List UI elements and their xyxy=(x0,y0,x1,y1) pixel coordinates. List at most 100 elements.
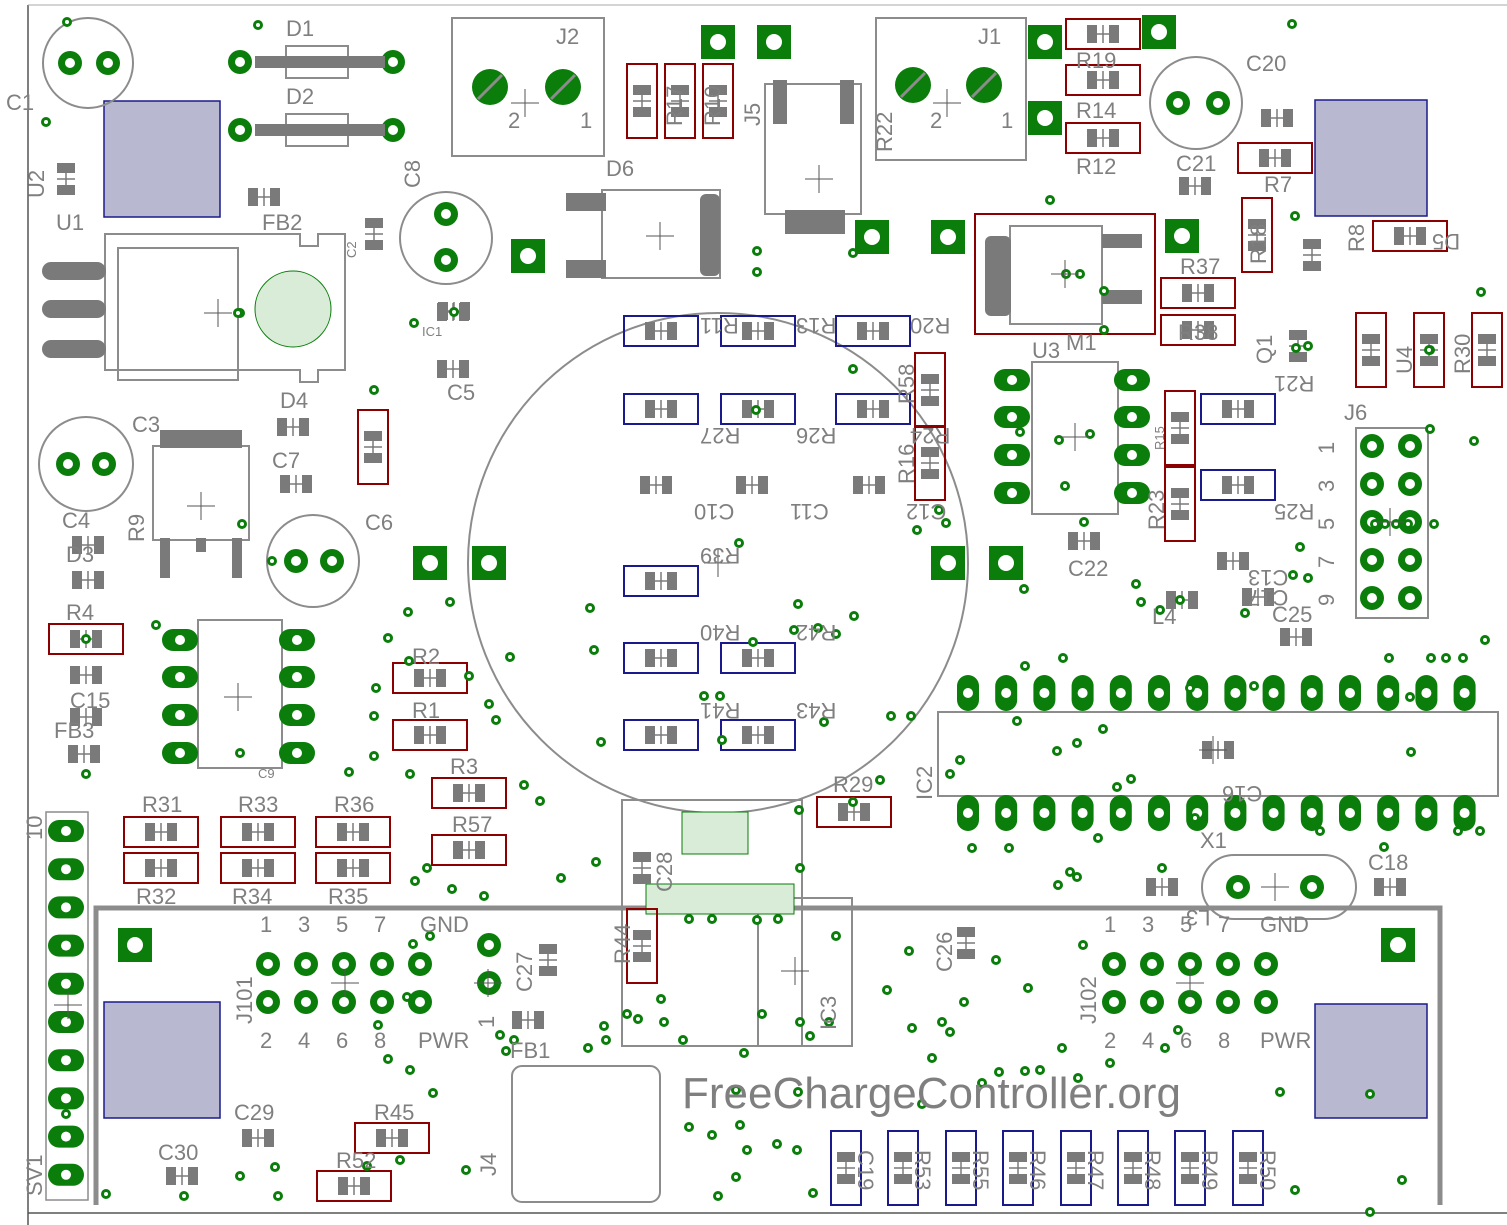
via xyxy=(959,997,969,1007)
component-label: U4 xyxy=(1392,346,1417,374)
capacitor-pads xyxy=(1373,877,1407,897)
smd-pads xyxy=(413,725,447,745)
via xyxy=(101,1189,111,1199)
via xyxy=(1384,653,1394,663)
sv1-pad xyxy=(48,820,84,842)
capacitor-pads xyxy=(511,1010,545,1030)
component-label: C18 xyxy=(1368,850,1408,875)
dip-pad xyxy=(162,666,198,688)
square-pad xyxy=(1028,25,1062,59)
sv1-pad xyxy=(48,896,84,919)
square-pad xyxy=(511,239,545,273)
resistor-outline xyxy=(1232,1130,1264,1206)
component-label: D6 xyxy=(606,156,634,181)
via xyxy=(1429,519,1439,529)
resistor-outline xyxy=(1002,1130,1034,1206)
dip-pad xyxy=(279,704,315,726)
via xyxy=(233,308,243,318)
via xyxy=(757,1009,767,1019)
via xyxy=(1072,872,1082,882)
header-pad xyxy=(370,990,394,1014)
component-label: X1 xyxy=(1200,828,1227,853)
component-label: L4 xyxy=(1152,604,1176,629)
resistor-outline xyxy=(830,1130,862,1206)
component-label: C6 xyxy=(365,510,393,535)
component-label: C5 xyxy=(447,380,475,405)
component-label: PWR xyxy=(418,1028,469,1053)
dip-pad xyxy=(279,629,315,651)
smd-pads xyxy=(241,858,275,878)
component-label: U1 xyxy=(56,210,84,235)
resistors xyxy=(48,18,1503,1206)
crystal-pad xyxy=(1300,875,1324,899)
component-label: C20 xyxy=(1246,51,1286,76)
square-pad xyxy=(413,546,447,580)
resistor-outline xyxy=(914,425,946,501)
component-label: R1 xyxy=(412,698,440,723)
via xyxy=(1453,826,1463,836)
ic-outlines xyxy=(104,17,1499,1203)
component-label: R13 xyxy=(796,313,836,338)
via xyxy=(601,1035,611,1045)
via xyxy=(445,597,455,607)
pin-number: 3 xyxy=(1314,480,1339,492)
via xyxy=(1287,19,1297,29)
via xyxy=(449,307,459,317)
component-label: C21 xyxy=(1176,151,1216,176)
sv1-pad xyxy=(48,1125,84,1148)
component-label: R43 xyxy=(796,698,836,723)
capacitor-pads xyxy=(276,417,310,437)
smd-pads xyxy=(1123,1151,1143,1185)
smd-pads xyxy=(375,1128,409,1148)
j6-pad xyxy=(1360,548,1384,572)
via xyxy=(927,1053,937,1063)
sv1-pad xyxy=(48,934,84,957)
via xyxy=(1480,635,1490,645)
j6-pad xyxy=(1398,586,1422,610)
component-label: R17 xyxy=(662,86,687,126)
capacitor-pads xyxy=(247,187,281,207)
via xyxy=(1012,716,1022,726)
square-pad xyxy=(931,546,965,580)
component-label: L3 xyxy=(1186,905,1210,930)
via xyxy=(484,699,494,709)
j6-pad xyxy=(1360,586,1384,610)
component-label: R57 xyxy=(452,812,492,837)
via xyxy=(678,1035,688,1045)
component-label: R47 xyxy=(1083,1150,1108,1190)
via xyxy=(235,748,245,758)
component-label: R45 xyxy=(374,1100,414,1125)
via xyxy=(792,1145,802,1155)
pin-number: 1 xyxy=(260,912,272,937)
smd-pads xyxy=(644,571,678,591)
via xyxy=(1295,542,1305,552)
via xyxy=(403,607,413,617)
component-label: D5 xyxy=(1432,229,1460,254)
component-label: C17 xyxy=(1248,585,1288,610)
via xyxy=(270,1162,280,1172)
via xyxy=(656,994,666,1004)
header-pad xyxy=(408,952,432,976)
via xyxy=(583,1043,593,1053)
capacitor-pads xyxy=(639,475,673,495)
via xyxy=(599,1021,609,1031)
smd-pads xyxy=(1170,411,1190,445)
via xyxy=(751,405,761,415)
component-label: C30 xyxy=(158,1140,198,1165)
via xyxy=(1190,813,1200,823)
component-label: R9 xyxy=(124,514,149,542)
pin-number: 4 xyxy=(298,1028,310,1053)
via xyxy=(707,1130,717,1140)
component-label: J5 xyxy=(740,103,765,126)
resistor-outline xyxy=(626,908,658,984)
component-label: C22 xyxy=(1068,556,1108,581)
component-label: R8 xyxy=(1344,224,1369,252)
component-label: C28 xyxy=(652,852,677,892)
through-hole-pad xyxy=(1166,91,1190,115)
resistor-outline xyxy=(1065,18,1141,50)
header-pad xyxy=(408,990,432,1014)
via xyxy=(945,1027,955,1037)
component-label: PWR xyxy=(1260,1028,1311,1053)
j6-pad xyxy=(1360,434,1384,458)
